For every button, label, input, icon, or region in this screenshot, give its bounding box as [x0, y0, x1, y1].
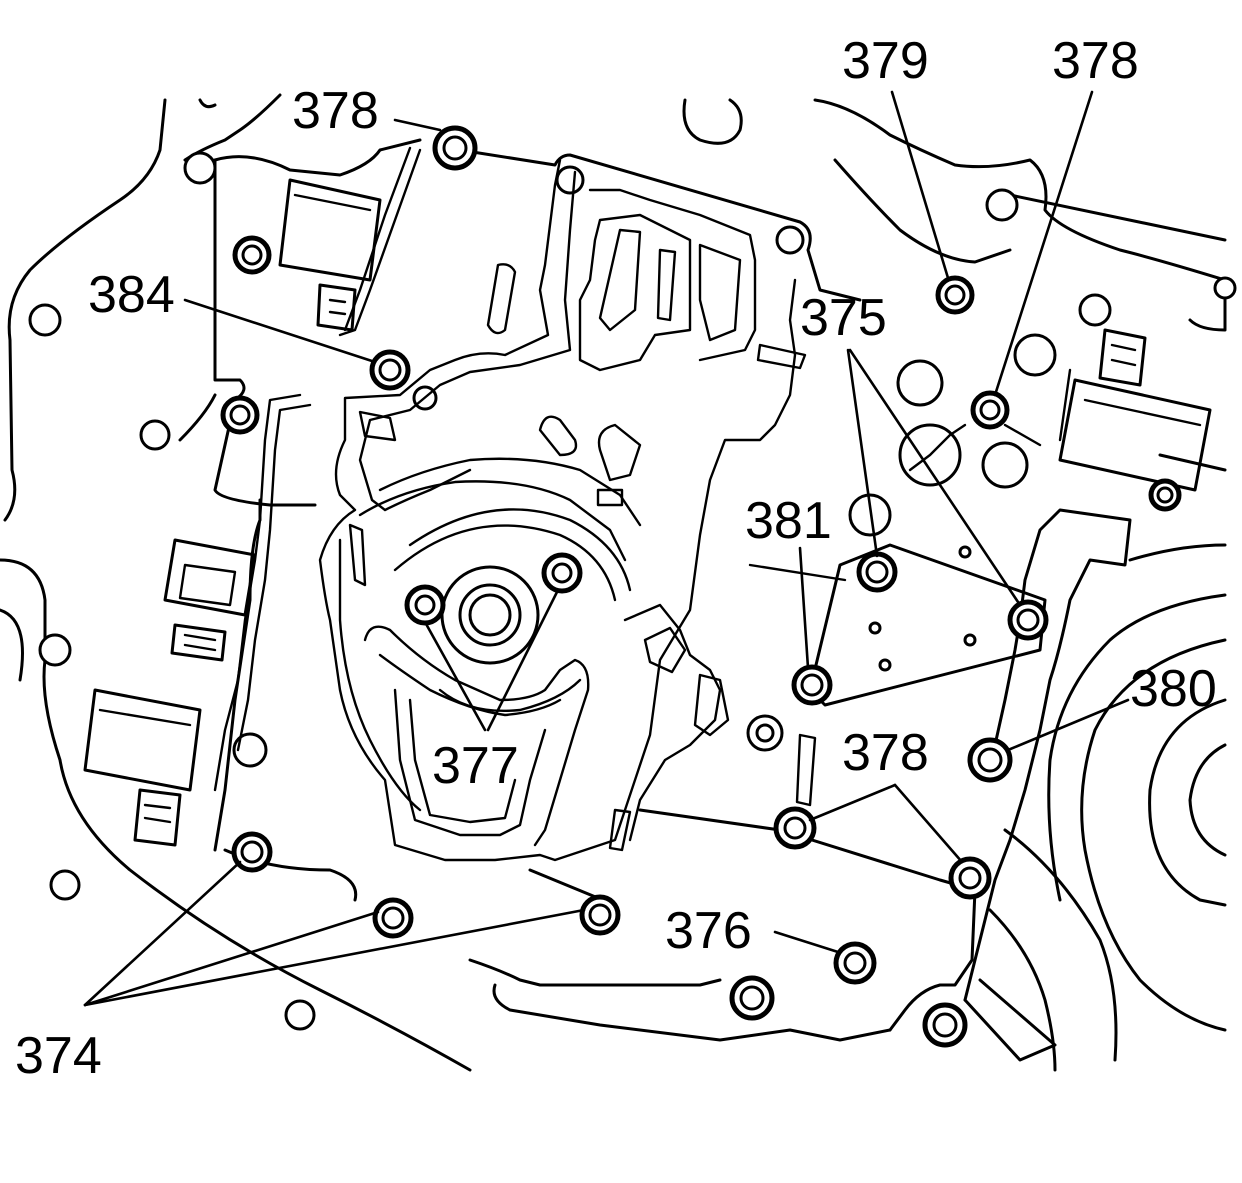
bolt-375-b — [1007, 599, 1049, 641]
leader-lines — [83, 90, 1130, 1007]
bolt-376 — [833, 941, 877, 985]
valve-body-plate — [178, 138, 1132, 1042]
bolt-upper-left-1 — [232, 235, 272, 275]
solenoid-upper-left — [278, 146, 422, 337]
bolt-lower-right — [922, 1002, 968, 1048]
callout-384: 384 — [88, 266, 175, 324]
callout-378-top: 378 — [292, 82, 379, 140]
wiring-harness — [213, 393, 1042, 792]
bolt-left-mid — [220, 395, 260, 435]
case-housing — [0, 93, 1227, 1072]
bolt-377-left — [404, 584, 446, 626]
callout-380: 380 — [1130, 660, 1217, 718]
bolt-374-b — [372, 897, 414, 939]
solenoid-lower-left — [83, 688, 202, 847]
callout-375: 375 — [800, 289, 887, 347]
callout-376: 376 — [665, 902, 752, 960]
bolt-378-lower-a — [773, 806, 817, 850]
bolt-lower-center — [729, 975, 775, 1021]
callout-374: 374 — [15, 1027, 102, 1085]
bolt-375-a — [856, 551, 898, 593]
bolt-380 — [967, 737, 1013, 783]
bolt-378-lower-b — [948, 856, 992, 900]
bolt-381 — [791, 664, 833, 706]
callout-381: 381 — [745, 492, 832, 550]
bolt-377-right — [541, 552, 583, 594]
case-holes — [28, 151, 1237, 1031]
solenoid-right — [1058, 328, 1212, 492]
bolt-379 — [935, 275, 975, 315]
callout-378-right: 378 — [1052, 32, 1139, 90]
bolt-374-c — [579, 894, 621, 936]
bolt-378-right — [970, 390, 1010, 430]
bolt-384 — [369, 349, 411, 391]
callout-379: 379 — [842, 32, 929, 90]
bolts — [220, 125, 1182, 1048]
callout-labels: 378 379 378 384 375 381 380 377 378 376 … — [15, 32, 1217, 1085]
valve-passages — [318, 158, 817, 862]
callout-378-lower: 378 — [842, 724, 929, 782]
callout-377: 377 — [432, 737, 519, 795]
bolt-374-a — [231, 831, 273, 873]
bolt-378-top — [432, 125, 478, 171]
bolt-right-edge — [1148, 478, 1182, 512]
